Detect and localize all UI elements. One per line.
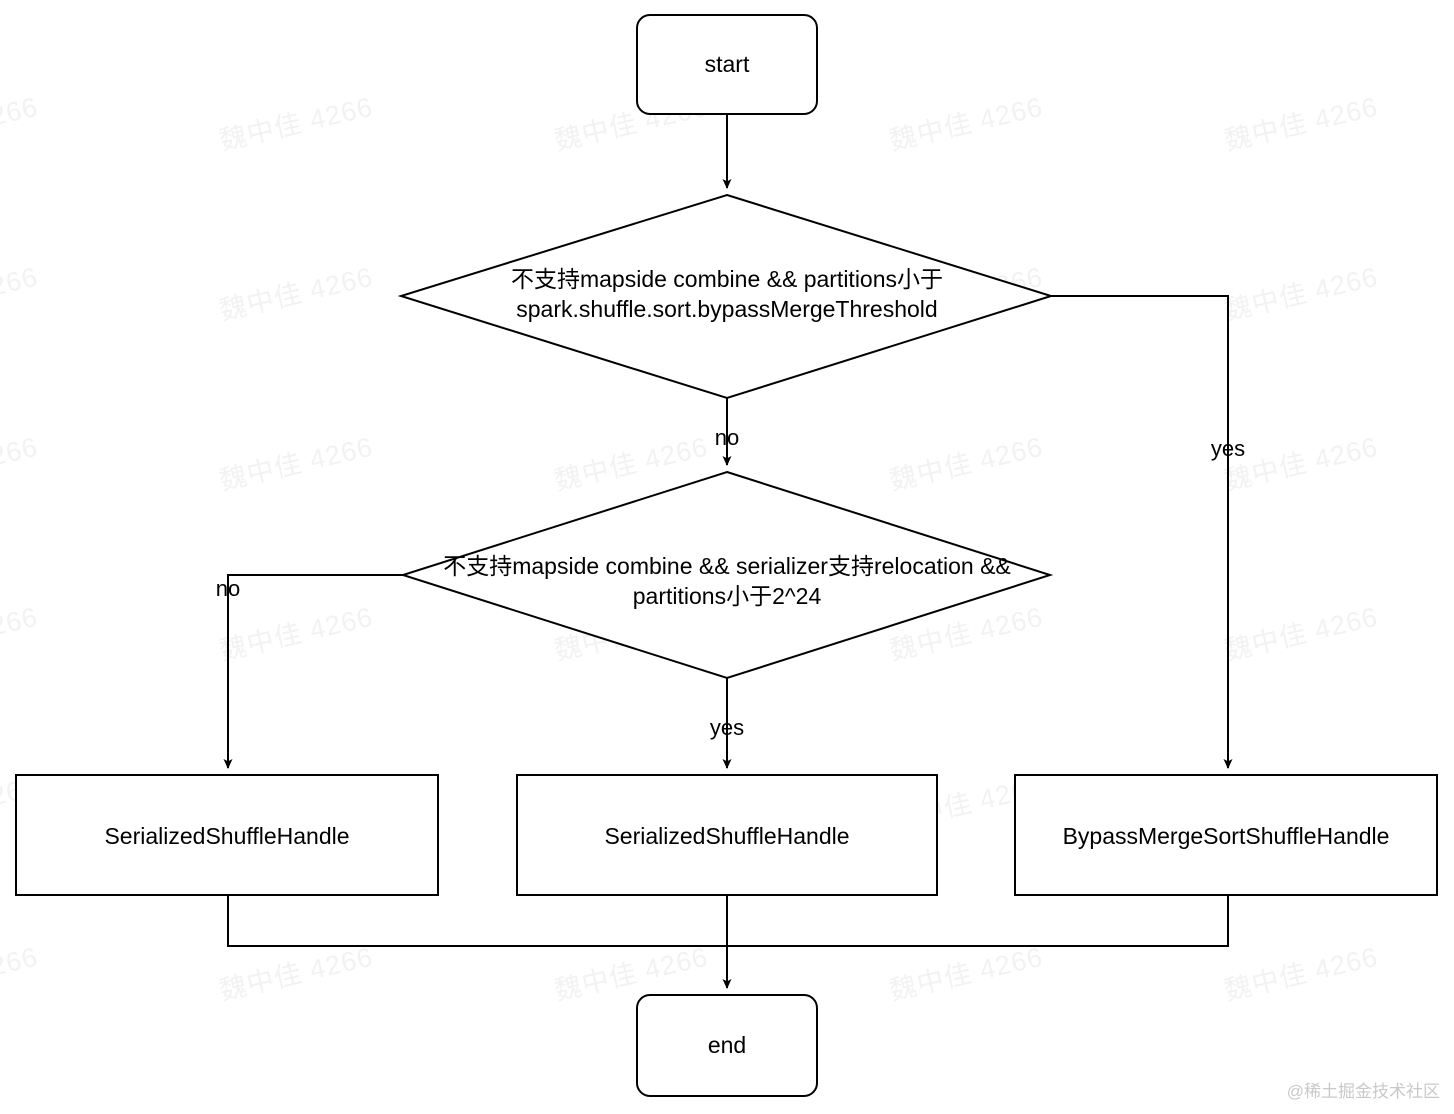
- decision2-diamond-shape: [399, 470, 1054, 680]
- box-center-shape: [516, 774, 938, 896]
- decision2-label-line1: 不支持mapside combine && serializer支持reloca…: [443, 553, 1011, 579]
- decision1-diamond-shape: [397, 193, 1055, 400]
- node-decision2[interactable]: 不支持mapside combine && serializer支持reloca…: [399, 470, 1054, 680]
- edge-label-yes-2: yes: [710, 715, 744, 740]
- attribution-text: @稀土掘金技术社区: [1286, 1082, 1440, 1101]
- box-right-shape: [1014, 774, 1438, 896]
- start-terminator-shape: [636, 14, 818, 115]
- edge-box-right-to-end: [727, 895, 1229, 947]
- edge-box-left-to-end: [227, 895, 727, 947]
- end-terminator-shape: [636, 994, 818, 1097]
- decision1-label-line2: spark.shuffle.sort.bypassMergeThreshold: [516, 296, 937, 322]
- edge-label-yes-1: yes: [1211, 436, 1245, 461]
- edge-decision2-to-box-center: yes: [710, 678, 744, 769]
- edge-decision1-to-decision2: no: [715, 398, 739, 466]
- start-label: start: [705, 51, 750, 77]
- node-start[interactable]: start: [636, 14, 818, 115]
- node-decision1[interactable]: 不支持mapside combine && partitions小于 spark…: [397, 193, 1055, 400]
- node-box-center[interactable]: SerializedShuffleHandle: [516, 774, 938, 896]
- end-label: end: [708, 1032, 746, 1058]
- node-box-right[interactable]: BypassMergeSortShuffleHandle: [1014, 774, 1438, 896]
- box-left-shape: [15, 774, 439, 896]
- decision2-label-line2: partitions小于2^24: [633, 583, 822, 609]
- box-left-label: SerializedShuffleHandle: [104, 823, 349, 849]
- edge-decision1-to-box-right: yes: [1051, 295, 1245, 769]
- box-center-label: SerializedShuffleHandle: [604, 823, 849, 849]
- edge-label-no-1: no: [715, 425, 739, 450]
- box-right-label: BypassMergeSortShuffleHandle: [1063, 823, 1390, 849]
- node-box-left[interactable]: SerializedShuffleHandle: [15, 774, 439, 896]
- edge-label-no-2: no: [216, 576, 240, 601]
- node-end[interactable]: end: [636, 994, 818, 1097]
- decision1-label-line1: 不支持mapside combine && partitions小于: [511, 266, 943, 292]
- edge-decision2-to-box-left: no: [216, 574, 403, 769]
